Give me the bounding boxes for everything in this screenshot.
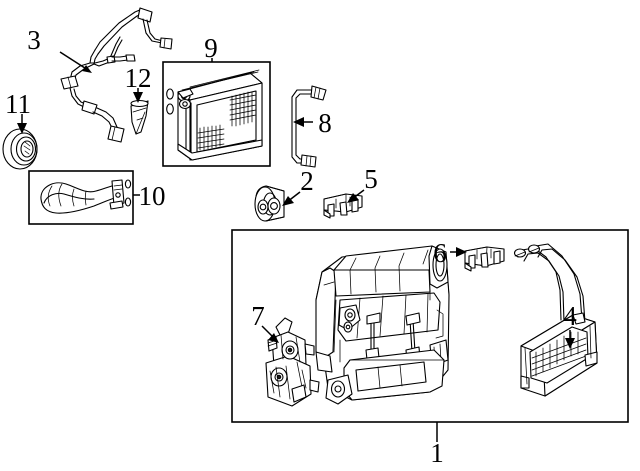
callout-label-1: 1 (430, 438, 444, 468)
wire-harness-part (60, 7, 173, 143)
blower-case-assembly-part (315, 245, 450, 405)
leader-2 (282, 191, 301, 206)
callout-label-12: 12 (125, 63, 152, 93)
leader-6 (450, 247, 467, 257)
mode-servo-actuator-motor-part (265, 317, 320, 407)
callout-label-5: 5 (364, 164, 378, 194)
callout-label-9: 9 (204, 33, 218, 63)
leader-3 (59, 51, 92, 73)
callout-label-7: 7 (251, 301, 265, 331)
evaporator-core-part (166, 69, 263, 161)
callout-label-6: 6 (433, 238, 447, 268)
air-duct-hose-part (40, 179, 132, 214)
callout-label-2: 2 (300, 166, 314, 196)
expansion-valve-grommet-part (254, 185, 285, 222)
leader-11 (17, 114, 27, 134)
leader-4 (565, 330, 575, 349)
heater-core-clamp-part (464, 246, 505, 272)
leader-12 (133, 88, 143, 103)
thermistor-sensor-holder-part (130, 99, 149, 135)
callout-label-8: 8 (318, 108, 332, 138)
refrigerant-suction-tube-part (291, 85, 327, 168)
callout-label-10: 10 (139, 181, 166, 211)
leader-5 (347, 189, 365, 203)
callout-label-4: 4 (563, 301, 577, 331)
leader-8 (293, 117, 313, 127)
callout-label-11: 11 (5, 89, 31, 119)
heater-core-part (513, 243, 598, 397)
callout-label-3: 3 (27, 25, 41, 55)
blower-motor-seal-grommet-part (2, 128, 38, 170)
leader-7 (261, 325, 279, 343)
